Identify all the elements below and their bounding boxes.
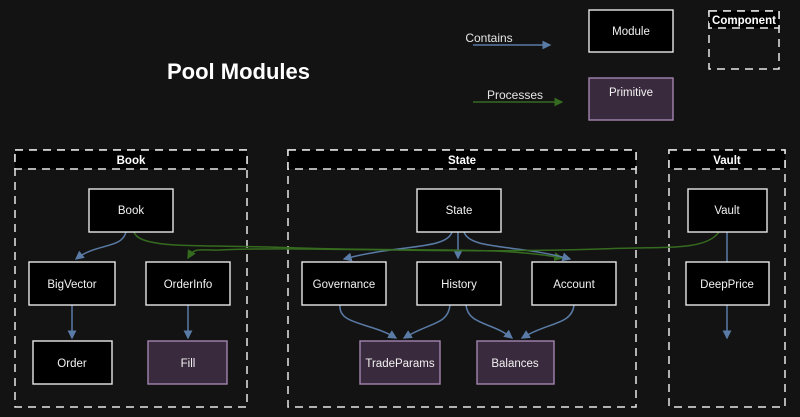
legend-primitive-box — [588, 77, 674, 121]
cluster-book-label: Book — [117, 155, 146, 167]
edge-book-to-bigvector — [74, 231, 127, 260]
page-title: Pool Modules — [167, 59, 310, 84]
node-tradeparams-label: TradeParams — [365, 358, 434, 370]
node-state[interactable]: State — [416, 188, 502, 233]
legend-shape-component: Component — [708, 10, 780, 70]
legend-edge-contains: Contains — [465, 31, 552, 50]
node-bigvector-box[interactable] — [28, 261, 116, 306]
node-fill-box[interactable] — [147, 340, 228, 385]
edge-layer — [67, 231, 732, 340]
node-state-label: State — [446, 205, 473, 217]
edge-account-to-balances — [520, 304, 575, 339]
node-history-box[interactable] — [416, 261, 502, 306]
node-order[interactable]: Order — [32, 340, 113, 385]
cluster-vault: Vault — [668, 149, 786, 408]
edge-book-to-account — [133, 231, 564, 261]
legend-shape-module: Module — [588, 9, 674, 53]
cluster-book: Book — [14, 149, 248, 408]
node-governance[interactable]: Governance — [301, 261, 387, 306]
edge-governance-to-tradeparams — [339, 304, 398, 339]
cluster-state-label: State — [448, 155, 476, 167]
cluster-vault-label: Vault — [713, 155, 741, 167]
edge-history-to-balances — [465, 304, 514, 339]
node-account[interactable]: Account — [531, 261, 617, 306]
node-bigvector-label: BigVector — [47, 279, 96, 291]
node-balances[interactable]: Balances — [476, 340, 555, 385]
legend-shape-primitive: Primitive — [588, 77, 674, 121]
legend-component-label: Component — [712, 15, 776, 27]
node-orderinfo-box[interactable] — [145, 261, 231, 306]
node-vault[interactable]: Vault — [687, 188, 768, 233]
node-account-label: Account — [553, 279, 595, 291]
node-bigvector[interactable]: BigVector — [28, 261, 116, 306]
node-vault-box[interactable] — [687, 188, 768, 233]
legend-module-label: Module — [612, 26, 650, 38]
node-state-box[interactable] — [416, 188, 502, 233]
legend-primitive-label: Primitive — [609, 87, 653, 99]
cluster-vault-header — [668, 149, 786, 170]
legend-component-header — [708, 10, 780, 29]
node-balances-label: Balances — [491, 358, 539, 370]
edge-state-to-governance — [342, 231, 453, 262]
node-orderinfo-label: OrderInfo — [164, 279, 213, 291]
node-balances-box[interactable] — [476, 340, 555, 385]
legend-contains-label: Contains — [465, 31, 512, 45]
node-deepprice-box[interactable] — [685, 261, 770, 306]
edge-history-to-tradeparams — [402, 304, 451, 339]
cluster-state: State — [287, 149, 637, 408]
node-fill-label: Fill — [181, 358, 196, 370]
node-order-box[interactable] — [32, 340, 113, 385]
node-account-box[interactable] — [531, 261, 617, 306]
legend-processes-label: Processes — [487, 88, 543, 102]
node-governance-label: Governance — [313, 279, 376, 291]
node-tradeparams[interactable]: TradeParams — [359, 340, 441, 385]
node-book-box[interactable] — [88, 188, 174, 233]
edge-vault-to-orderinfo — [187, 231, 720, 260]
node-order-label: Order — [57, 358, 87, 370]
node-orderinfo[interactable]: OrderInfo — [145, 261, 231, 306]
cluster-book-header — [14, 149, 248, 170]
cluster-state-header — [287, 149, 637, 170]
node-history-label: History — [441, 279, 477, 291]
edge-state-to-account — [463, 231, 572, 262]
legend-module-box — [588, 9, 674, 53]
node-book[interactable]: Book — [88, 188, 174, 233]
node-history[interactable]: History — [416, 261, 502, 306]
node-vault-label: Vault — [714, 205, 740, 217]
node-tradeparams-box[interactable] — [359, 340, 441, 385]
node-governance-box[interactable] — [301, 261, 387, 306]
node-fill[interactable]: Fill — [147, 340, 228, 385]
node-book-label: Book — [118, 205, 144, 217]
node-deepprice-label: DeepPrice — [700, 279, 754, 291]
node-deepprice[interactable]: DeepPrice — [685, 261, 770, 306]
legend-edge-processes: Processes — [473, 88, 564, 107]
